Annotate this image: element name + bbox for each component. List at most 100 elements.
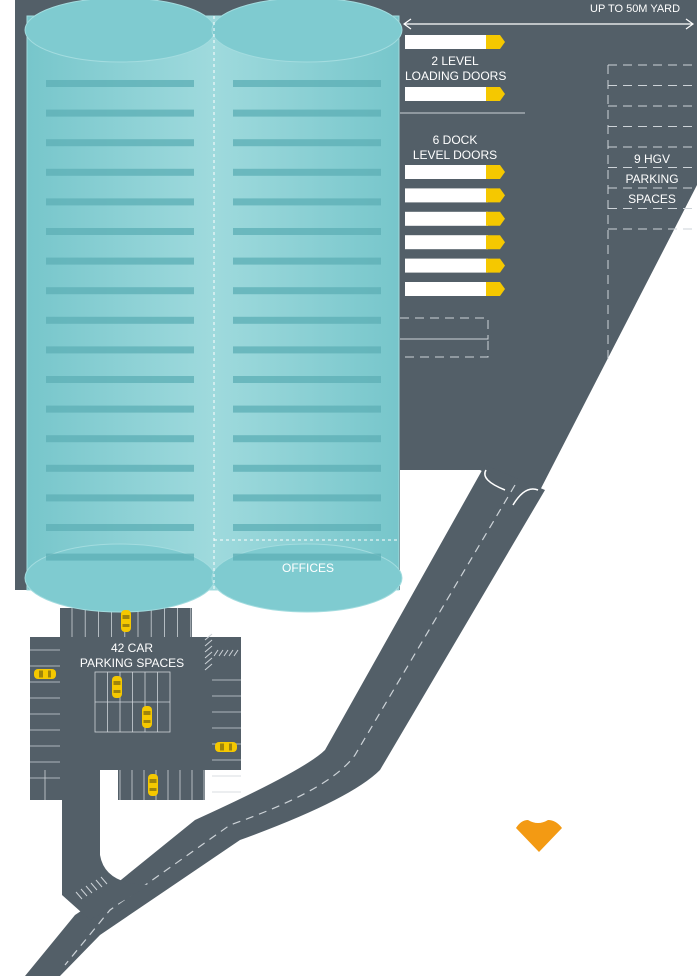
double-arrow-icon xyxy=(402,18,695,30)
door-tip xyxy=(486,211,505,226)
roof-vent xyxy=(46,405,194,413)
car-icon xyxy=(215,742,237,752)
roof-skylight-bottom-right xyxy=(211,543,403,613)
roof-skylight-top-left xyxy=(24,0,216,63)
car-rear-window xyxy=(113,690,121,693)
hatch-line xyxy=(228,649,234,657)
dock-doors-type-label: LEVEL DOORS xyxy=(412,148,498,162)
car-body xyxy=(148,774,158,796)
hatched-area xyxy=(75,633,239,900)
car-body xyxy=(121,610,131,632)
car-icon xyxy=(34,669,56,679)
hatch-line xyxy=(75,891,83,900)
yard-depth-label: UP TO 50M YARD xyxy=(590,3,681,15)
car-windscreen xyxy=(143,711,151,715)
door-tip xyxy=(486,35,505,49)
location-pin-icon xyxy=(516,820,562,852)
roof-vent xyxy=(46,376,194,383)
roof-vent xyxy=(46,257,194,265)
car-body xyxy=(34,669,56,679)
car-icon xyxy=(112,676,122,698)
car-rear-window xyxy=(143,720,151,723)
roof-vent xyxy=(46,287,194,295)
roof-vent xyxy=(46,109,194,117)
hgv-parking-bays xyxy=(607,64,697,365)
roof-vent xyxy=(46,494,194,502)
car-windscreen xyxy=(149,779,157,783)
hgv-count-label: 9 HGV xyxy=(633,152,670,166)
hatch-line xyxy=(90,882,98,891)
car-windscreen xyxy=(113,681,121,685)
roof-vent xyxy=(233,228,381,235)
car-rear-window xyxy=(48,670,51,678)
roof-vent xyxy=(233,376,381,383)
hatch-line xyxy=(80,888,88,897)
car-body xyxy=(142,706,152,728)
door-panel xyxy=(405,258,488,273)
dock-level-door xyxy=(405,188,505,203)
roof-vent xyxy=(46,316,194,324)
roof-vent xyxy=(233,198,381,206)
roof-vent xyxy=(46,346,194,354)
parked-cars xyxy=(34,610,237,796)
hgv-word2-label: SPACES xyxy=(628,192,676,206)
hatch-line xyxy=(233,649,239,657)
dock-level-door xyxy=(405,258,505,273)
parking-bay-lines xyxy=(30,608,241,800)
door-tip xyxy=(486,282,505,296)
dock-level-door xyxy=(405,235,505,250)
roof-vent xyxy=(233,405,381,413)
dock-level-door xyxy=(405,211,505,226)
roof-vent xyxy=(46,168,194,176)
dock-level-door xyxy=(405,165,505,179)
car-windscreen xyxy=(220,743,224,751)
roof-vent xyxy=(46,198,194,206)
roof-vent xyxy=(233,80,381,87)
roof-vent xyxy=(46,464,194,472)
roof-skylight-top-right xyxy=(211,0,403,63)
hatch-line xyxy=(204,657,213,665)
level-doors-type-label: LOADING DOORS xyxy=(405,69,507,83)
hatch-line xyxy=(100,876,108,885)
hatch-line xyxy=(95,879,103,888)
car-body xyxy=(112,676,122,698)
car-park-count-label: 42 CAR xyxy=(110,641,154,655)
door-panel xyxy=(405,87,488,101)
roof-vent xyxy=(233,139,381,147)
door-tip xyxy=(486,87,505,101)
car-icon xyxy=(121,610,131,632)
level-doors-count-label: 2 LEVEL xyxy=(431,54,479,68)
car-park-surface xyxy=(30,608,241,920)
hatch-line xyxy=(223,649,229,657)
roof-vent xyxy=(46,553,194,561)
hatch-line xyxy=(204,663,213,671)
roof-vent xyxy=(46,139,194,147)
hatch-line xyxy=(85,885,93,894)
dock-level-doors xyxy=(405,165,505,296)
dock-doors-count-label: 6 DOCK xyxy=(432,133,478,147)
car-rear-window xyxy=(149,788,157,791)
roof-vent xyxy=(233,109,381,117)
roof-vent xyxy=(233,464,381,472)
roof-vent xyxy=(233,346,381,354)
level-loading-door xyxy=(405,35,505,49)
hatch-line xyxy=(204,633,213,641)
level-loading-doors xyxy=(405,35,505,101)
roof-vent xyxy=(233,435,381,443)
roof-vent xyxy=(46,80,194,87)
car-rear-window xyxy=(229,743,232,751)
trailer-bay xyxy=(400,317,489,340)
car-rear-window xyxy=(122,624,130,627)
roof-vent xyxy=(233,257,381,265)
hatch-line xyxy=(213,649,219,657)
roof-vent xyxy=(233,316,381,324)
roof-vent-rows xyxy=(46,80,381,561)
roof-vent xyxy=(233,494,381,502)
door-tip xyxy=(486,258,505,273)
roof-vent xyxy=(233,287,381,295)
car-windscreen xyxy=(122,615,130,619)
roof-vent xyxy=(233,168,381,176)
car-park xyxy=(30,608,241,920)
car-icon xyxy=(142,706,152,728)
